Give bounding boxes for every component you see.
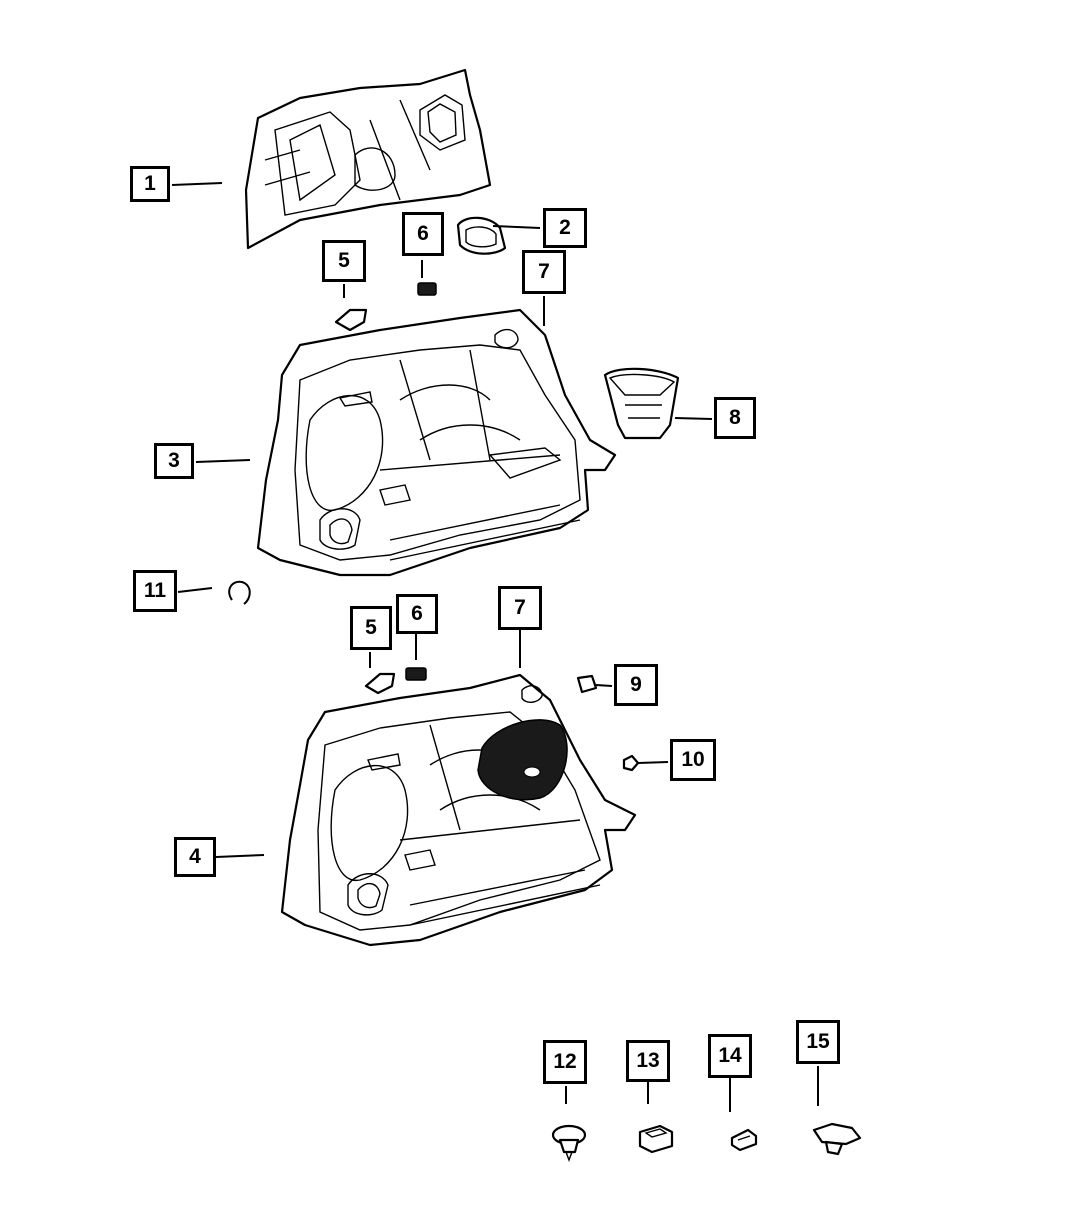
callout-7-lower: 7	[498, 586, 542, 630]
callout-12: 12	[543, 1040, 587, 1084]
part-5-cover-lower	[364, 672, 396, 695]
callout-11: 11	[133, 570, 177, 612]
part-8-storage-bin	[603, 367, 680, 440]
part-2-handle	[456, 216, 507, 255]
part-12-push-pin	[551, 1124, 587, 1162]
part-9-clip	[576, 674, 598, 694]
callout-9: 9	[614, 664, 658, 706]
part-6-clip-lower	[405, 667, 427, 681]
part-4-quarter-trim-panel	[280, 673, 637, 947]
callout-15: 15	[796, 1020, 840, 1064]
callout-3: 3	[154, 443, 194, 479]
part-15-fastener	[812, 1122, 862, 1156]
callout-14: 14	[708, 1034, 752, 1078]
callout-2: 2	[543, 208, 587, 248]
part-11-ring	[228, 580, 251, 605]
callout-5-lower: 5	[350, 606, 392, 650]
part-10-nut	[622, 754, 640, 772]
callout-4: 4	[174, 837, 216, 877]
callout-13: 13	[626, 1040, 670, 1082]
callout-1: 1	[130, 166, 170, 202]
part-6-clip-top	[417, 282, 437, 296]
callout-5: 5	[322, 240, 366, 282]
callout-6: 6	[402, 212, 444, 256]
part-5-cover-top	[334, 308, 368, 332]
callout-6-lower: 6	[396, 594, 438, 634]
callout-7: 7	[522, 250, 566, 294]
part-13-square-clip	[638, 1124, 674, 1154]
callout-8: 8	[714, 397, 756, 439]
part-3-quarter-trim-panel	[256, 308, 617, 577]
callout-10: 10	[670, 739, 716, 781]
part-1-upper-trim-panel	[244, 68, 492, 250]
leader-lines	[171, 182, 819, 1112]
part-14-clip	[730, 1128, 758, 1152]
